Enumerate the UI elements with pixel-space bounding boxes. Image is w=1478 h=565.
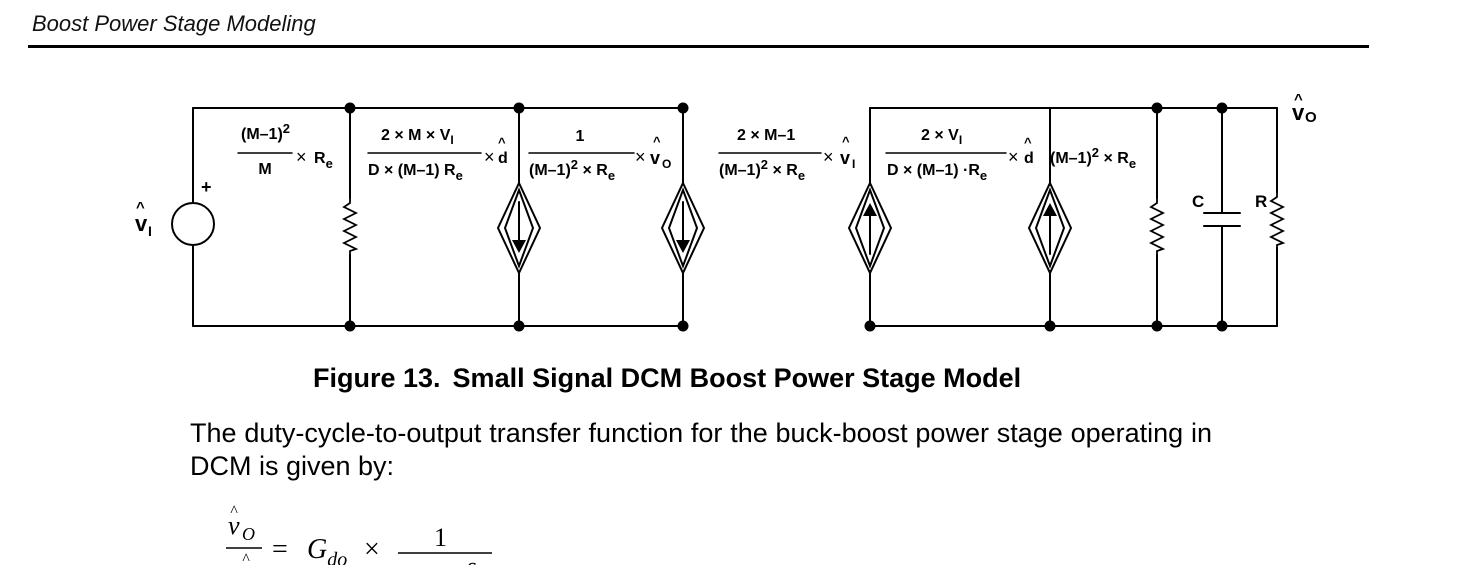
svg-text:M: M [258, 161, 271, 178]
svg-text:^: ^ [1294, 91, 1303, 108]
svg-text:Re: Re [314, 150, 333, 171]
formula-source-3: 2 × M–1 (M–1)2 × Re × ^ v I [718, 127, 855, 183]
current-source-3 [847, 180, 893, 276]
svg-text:s: s [467, 554, 476, 565]
circuit-diagram: + ^ v I C R [135, 91, 1317, 332]
svg-text:(M–1)2 × Re: (M–1)2 × Re [529, 157, 615, 183]
junction-dots [344, 102, 1228, 332]
svg-text:O: O [242, 524, 255, 544]
equation-equals: = [272, 534, 288, 565]
svg-text:×: × [1008, 147, 1019, 167]
svg-text:O: O [662, 157, 671, 171]
svg-text:O: O [1305, 109, 1317, 126]
body-paragraph: The duty-cycle-to-output transfer functi… [190, 418, 1212, 481]
header-rule [28, 45, 1369, 48]
current-source-1 [496, 180, 542, 276]
wires [192, 107, 1278, 327]
svg-text:(M–1)2: (M–1)2 [241, 121, 290, 143]
section-header: Boost Power Stage Modeling [32, 11, 316, 36]
svg-text:(M–1)2 × Re: (M–1)2 × Re [1050, 145, 1136, 171]
formula-re-left: (M–1)2 M × Re [237, 121, 333, 178]
resistor-re-left [341, 197, 359, 256]
voltage-source [171, 202, 215, 246]
capacitor-label: C [1192, 192, 1204, 211]
svg-text:×: × [484, 147, 495, 167]
formula-source-4: 2 × VI D × (M–1) ·Re × ^ d [885, 127, 1034, 183]
svg-text:d: d [498, 150, 508, 167]
svg-text:^: ^ [242, 551, 250, 565]
svg-text:2 × M × VI: 2 × M × VI [381, 127, 454, 147]
svg-text:×: × [823, 147, 834, 167]
svg-text:^: ^ [498, 135, 506, 150]
resistor-load [1268, 191, 1286, 249]
formula-source-1: 2 × M × VI D × (M–1) Re × ^ d [367, 127, 508, 183]
equation-lhs: ^ v O ^ [226, 503, 262, 565]
figure-caption: Figure 13. Small Signal DCM Boost Power S… [313, 363, 1021, 394]
current-source-4 [1027, 180, 1073, 276]
svg-text:^: ^ [1024, 135, 1032, 150]
svg-text:D × (M–1) ·Re: D × (M–1) ·Re [887, 162, 987, 183]
svg-text:v: v [135, 211, 148, 236]
svg-text:^: ^ [842, 134, 850, 149]
svg-text:v: v [840, 148, 850, 168]
svg-text:2 × M–1: 2 × M–1 [737, 127, 795, 144]
svg-text:D × (M–1) Re: D × (M–1) Re [368, 162, 463, 183]
transfer-function-equation: ^ v O ^ = Gdo × 1 s [226, 503, 492, 565]
svg-text:v: v [650, 148, 660, 168]
capacitor [1203, 212, 1241, 227]
svg-text:d: d [1024, 150, 1034, 167]
svg-text:^: ^ [653, 134, 661, 149]
svg-text:v: v [1292, 100, 1305, 125]
resistor-label: R [1255, 192, 1267, 211]
svg-text:v: v [228, 511, 240, 540]
source-plus-sign: + [201, 177, 212, 197]
figure-number: Figure 13. [313, 363, 441, 393]
resistor-re-right [1148, 197, 1166, 256]
input-voltage-label: ^ v I [135, 199, 152, 239]
equation-times: × [364, 534, 380, 565]
svg-text:^: ^ [136, 199, 145, 216]
svg-text:I: I [852, 157, 855, 171]
formula-source-2: 1 (M–1)2 × Re × ^ v O [528, 128, 671, 183]
output-voltage-label: ^ v O [1292, 91, 1317, 126]
svg-text:^: ^ [230, 503, 238, 520]
svg-text:1: 1 [576, 128, 585, 145]
svg-text:2 × VI: 2 × VI [921, 127, 962, 147]
current-source-2 [660, 180, 706, 276]
equation-gain: Gdo [307, 534, 347, 565]
svg-text:(M–1)2 × Re: (M–1)2 × Re [719, 157, 805, 183]
formula-re-right: (M–1)2 × Re [1050, 145, 1136, 171]
equation-numerator: 1 [434, 523, 447, 552]
svg-text:×: × [635, 147, 646, 167]
figure-title: Small Signal DCM Boost Power Stage Model [452, 363, 1022, 393]
svg-text:×: × [296, 147, 307, 167]
svg-text:I: I [148, 223, 152, 239]
